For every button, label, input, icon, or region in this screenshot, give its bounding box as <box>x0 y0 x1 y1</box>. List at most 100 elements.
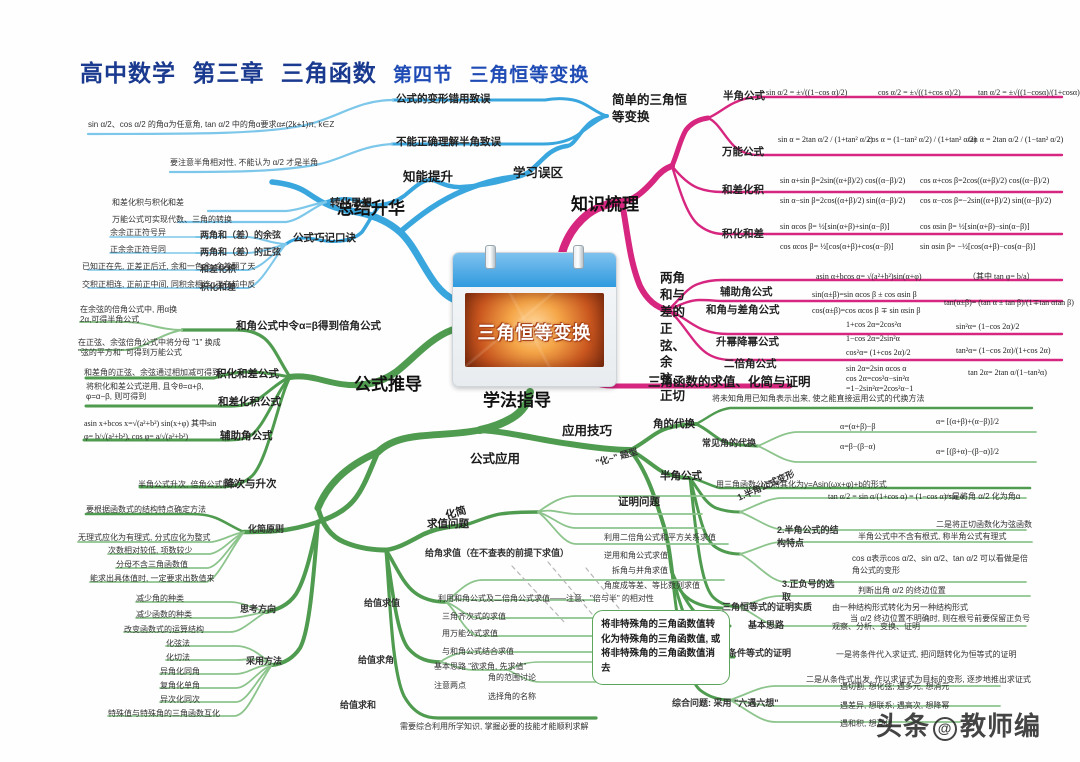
detail-gav-4: 角度成等差、等比数列求值 <box>604 581 700 590</box>
formula-sinsin: sin αsin β= −½[cos(α+β)−cos(α−β)] <box>920 242 1036 251</box>
formula-sub-line-1: α=(α+β)−β <box>840 422 876 431</box>
node-sum-to-product-formula[interactable]: 和差化积 <box>722 184 764 196</box>
node-thinking-direction[interactable]: 思考方向 <box>240 604 277 614</box>
node-comprehensive-problems[interactable]: 综合问题: 采用 "六遇六想" <box>672 698 779 708</box>
node-halfangle-technique[interactable]: 半角公式 <box>660 470 702 482</box>
center-topic-card: 三角恒等变换 <box>452 245 617 387</box>
node-mnemonic[interactable]: 公式巧记口诀 <box>293 232 356 244</box>
node-cos-sum-diff[interactable]: 两角和（差）的余弦 <box>200 230 282 240</box>
formula-tan2-halfangle: tan²α= (1−cos 2α)/(1+cos 2α) <box>956 346 1051 355</box>
detail-think-1: 减少角的种类 <box>136 594 184 603</box>
formula-cos-minus-cos: cos α−cos β=−2sin((α+β)/2) sin((α−β)/2) <box>920 196 1052 205</box>
node-halfangle-structure[interactable]: 2.半角公式的结构特点 <box>777 525 839 549</box>
detail-method-1: 化弦法 <box>166 639 190 648</box>
node-sin-sum-diff[interactable]: 两角和（差）的正弦 <box>200 247 282 257</box>
node-hua-topic[interactable]: "化~" 题型 <box>594 446 639 468</box>
node-angle-substitution[interactable]: 角的代换 <box>653 418 695 430</box>
node-learning-pitfalls[interactable]: 学习误区 <box>513 166 564 180</box>
node-methods-used[interactable]: 采用方法 <box>246 656 283 666</box>
formula-sin-sum-diff: sin(α±β)=sin αcos β ± cos αsin β <box>812 290 917 299</box>
node-evaluate-simplify-prove[interactable]: 三角函数的求值、化简与证明 <box>648 375 811 389</box>
formula-cos-plus-cos: cos α+cos β=2cos((α+β)/2) cos((α−β)/2) <box>920 176 1050 185</box>
node-sum-to-product[interactable]: 和差化积 <box>200 264 237 274</box>
formula-1plus-cos2a: 1+cos 2α=2cos²α <box>846 320 902 329</box>
node-given-value-find-angle[interactable]: 给值求角 <box>358 655 395 665</box>
formula-sub-result-2: α= [(β+α)−(β−α)]/2 <box>936 447 999 456</box>
detail-universal-formula: 万能公式可实现代数、三角的转换 <box>112 215 232 224</box>
detail-simplify-head: 要根据函数式的结构特点确定方法 <box>86 505 206 514</box>
title-chapter-name: 三角函数 <box>280 60 377 86</box>
node-simplify-principle[interactable]: 化简原则 <box>248 524 285 534</box>
node-raise-lower-degree[interactable]: 降次与升次 <box>224 478 277 490</box>
node-sum2prod-derivation[interactable]: 和差化积公式 <box>218 396 281 408</box>
center-topic-caption: 三角恒等变换 <box>477 323 592 343</box>
branch-knowledge-label[interactable]: 知识梳理 <box>571 195 639 214</box>
detail-gvv-2: 三角齐次式的求值 <box>442 612 506 621</box>
detail-six-2: 遇差异, 想联系; 遇高次, 想降幂 <box>840 701 950 710</box>
node-auxiliary-derivation[interactable]: 辅助角公式 <box>220 430 273 442</box>
detail-prod2sum-derivation: 和差角的正弦、余弦通过相加减可得到 <box>84 368 220 377</box>
node-given-value-find-value[interactable]: 给值求值 <box>364 598 401 608</box>
detail-gva-3: 角的范围讨论 <box>488 673 536 682</box>
node-prod2sum-derivation[interactable]: 积化和差公式 <box>216 368 279 380</box>
formula-cos-sum-diff: cos(α±β)=cos αcos β ∓ sin αsin β <box>812 306 921 315</box>
title-section: 第四节 <box>393 65 454 86</box>
node-evaluation-problems[interactable]: 求值问题 <box>427 518 469 530</box>
node-proof-essence[interactable]: 三角恒等式的证明实质 <box>722 602 813 612</box>
node-given-value-find-sum[interactable]: 给值求和 <box>340 700 377 710</box>
node-sign-selection[interactable]: 3.正负号的选取 <box>782 579 835 603</box>
node-auxiliary-angle-formula[interactable]: 辅助角公式 <box>720 286 773 298</box>
node-simple-identity-transform[interactable]: 简单的三角恒等变换 <box>612 93 688 124</box>
node-proof-problems[interactable]: 证明问题 <box>618 496 660 508</box>
note-structure-1: 半角公式中不含有根式, 称半角公式有理式 <box>858 532 1007 541</box>
node-halfangle-misunderstood[interactable]: 不能正确理解半角致误 <box>396 136 501 148</box>
branch-summary-label[interactable]: 总结升华 <box>337 199 405 218</box>
calendar-header-bar <box>453 253 616 287</box>
detail-gva-2: 注意两点 <box>434 681 466 690</box>
node-basic-idea[interactable]: 基本思路 <box>748 620 785 630</box>
note-variant-1: 一是将角 α/2 化为角α <box>944 492 1021 501</box>
formula-auxiliary: asin α+bcos α= √(a²+b²)sin(α+φ) <box>816 272 922 281</box>
node-ability-improve[interactable]: 知能提升 <box>403 170 454 184</box>
branch-derivation-label[interactable]: 公式推导 <box>354 375 422 394</box>
node-double-from-sum[interactable]: 和角公式中令α=β得到倍角公式 <box>236 320 381 332</box>
node-formula-application[interactable]: 公式应用 <box>470 452 521 466</box>
node-conditional-proof[interactable]: 条件等式的证明 <box>728 648 792 658</box>
detail-angle-substitution: 将未知角用已知角表示出来, 使之能直接运用公式的代换方法 <box>712 394 925 403</box>
watermark-prefix: 头条 <box>876 711 931 741</box>
node-product-to-sum[interactable]: 积化和差 <box>200 282 237 292</box>
node-power-raise-lower-formula[interactable]: 升幂降幂公式 <box>716 336 779 348</box>
detail-basic-idea: 观察、分析、变换、证明 <box>832 622 920 631</box>
branch-study-guide-label[interactable]: 学法指导 <box>483 391 551 410</box>
node-double-angle-formula[interactable]: 二倍角公式 <box>724 358 777 370</box>
detail-method-3: 异角化同角 <box>160 667 200 676</box>
node-formula-misuse[interactable]: 公式的变形错用致误 <box>396 93 491 105</box>
node-halfangle-formula[interactable]: 半角公式 <box>723 90 765 102</box>
detail-raise-lower-degree: 半角公式升次, 倍角公式降次 <box>138 480 239 489</box>
formula-auxiliary-phi: （其中 tan φ= b/a） <box>968 272 1035 281</box>
formula-cos2a: cos 2α=cos²α−sin²α =1−2sin²α=2cos²α−1 <box>846 374 914 393</box>
at-icon: @ <box>933 717 958 741</box>
detail-cos-mnemonic: 余余正正符号异 <box>110 228 166 237</box>
node-given-angle-find-value[interactable]: 给角求值（在不查表的前提下求值） <box>425 548 570 558</box>
detail-method-4: 复角化单角 <box>160 681 200 690</box>
formula-cossin: cos αsin β= ½[sin(α+β)−sin(α−β)] <box>920 222 1030 231</box>
node-universal-formula[interactable]: 万能公式 <box>722 146 764 158</box>
node-common-angle-substitution[interactable]: 常见角的代换 <box>702 438 757 448</box>
node-transform-thinking[interactable]: 转化思想 <box>330 197 372 209</box>
detail-sum-product: 和差化积与积化和差 <box>112 198 184 207</box>
node-application-skills[interactable]: 应用技巧 <box>562 424 613 438</box>
detail-gvv-3: 用万能公式求值 <box>442 629 498 638</box>
formula-tan-sum-diff: tan(α±β)= (tan α ± tan β)/(1∓tan αtan β) <box>944 298 1074 307</box>
detail-think-3: 改变函数式的运算结构 <box>124 625 204 634</box>
detail-six-3: 遇和积, 想互化 <box>840 719 893 728</box>
node-sum-diff-angle-formula[interactable]: 和角与差角公式 <box>706 304 780 316</box>
formula-sub-result-1: α= [(α+β)+(α−β)]/2 <box>936 417 999 426</box>
detail-gva-4: 选择角的名称 <box>488 692 536 701</box>
detail-universal-from-sincos: 在正弦、余弦倍角公式中将分母 "1" 换成 "弦的平方和" 可得到万能公式 <box>78 338 221 357</box>
formula-universal-tan: tan α = 2tan α/2 / (1−tan² α/2) <box>968 135 1064 144</box>
node-product-to-sum-formula[interactable]: 积化和差 <box>722 228 764 240</box>
node-sum-diff-trig[interactable]: 两角和与差的正弦、余弦、正切 <box>660 271 686 404</box>
detail-halfangle-from-cos: 在余弦的倍角公式中, 用α换2α,可得半角公式 <box>80 305 178 324</box>
